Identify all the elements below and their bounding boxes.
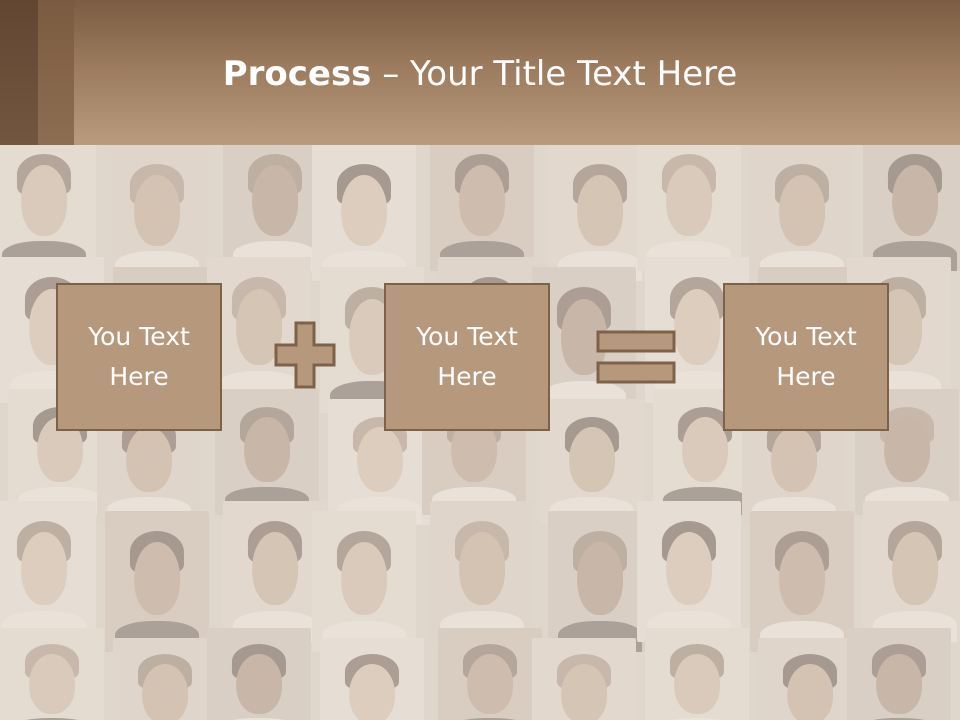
process-box-result-label: You Text Here <box>755 322 857 391</box>
equals-icon <box>596 330 676 384</box>
header-accent-right <box>38 0 74 145</box>
slide-title[interactable]: Process – Your Title Text Here <box>0 52 960 96</box>
header-accent-left <box>0 0 38 145</box>
process-box-result[interactable]: You Text Here <box>723 283 889 431</box>
title-bold-word: Process <box>222 54 372 94</box>
process-box-1-label: You Text Here <box>88 322 190 391</box>
background-photo-collage <box>0 145 960 720</box>
title-text: – Your Title Text Here <box>371 54 738 94</box>
process-box-2[interactable]: You Text Here <box>384 283 550 431</box>
collage-overlay <box>0 145 960 720</box>
title-bar: Process – Your Title Text Here <box>0 0 960 145</box>
process-box-2-label: You Text Here <box>416 322 518 391</box>
plus-icon <box>274 321 336 389</box>
process-box-1[interactable]: You Text Here <box>56 283 222 431</box>
